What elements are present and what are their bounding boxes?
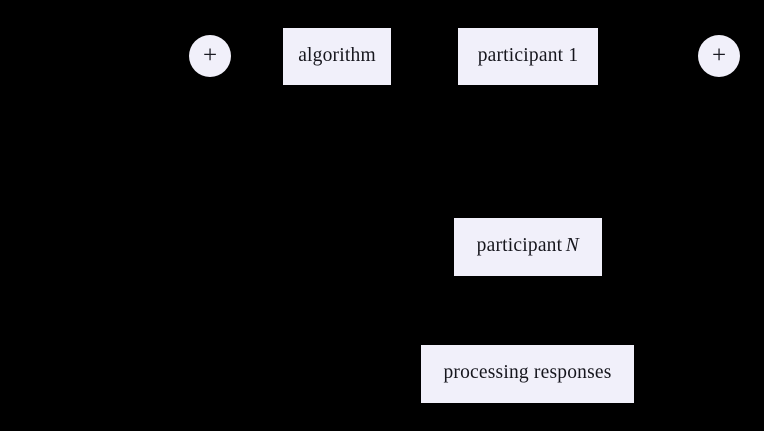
plus-icon: +: [202, 41, 218, 69]
junction-node-right[interactable]: +: [698, 35, 740, 77]
algorithm-node-label: algorithm: [298, 44, 376, 66]
plus-icon: +: [711, 41, 727, 69]
processing-responses-node[interactable]: processing responses: [421, 345, 634, 403]
processing-responses-node-label: processing responses: [443, 362, 612, 384]
participant-n-node-symbol: N: [565, 235, 579, 257]
algorithm-node[interactable]: algorithm: [283, 28, 391, 85]
junction-node-left[interactable]: +: [189, 35, 231, 77]
participant-1-node[interactable]: participant 1: [458, 28, 598, 85]
participant-n-node-label: participant: [476, 235, 563, 257]
participant-1-node-label: participant 1: [477, 44, 579, 66]
